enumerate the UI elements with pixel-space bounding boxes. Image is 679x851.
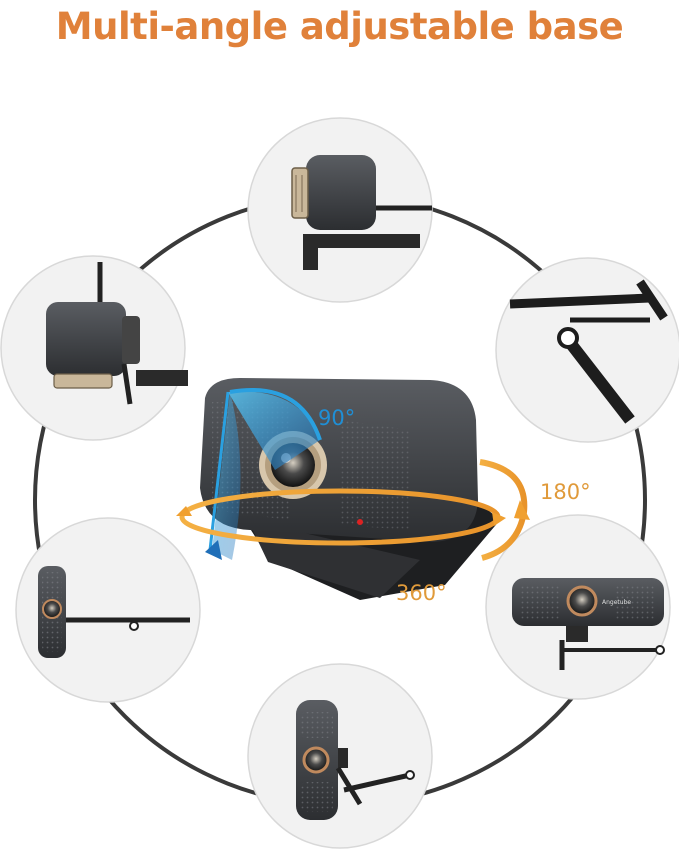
swivel-arrow bbox=[514, 500, 530, 520]
rotate-angle-label: 360° bbox=[396, 581, 447, 605]
view-front-on-monitor: Angetube bbox=[485, 514, 671, 700]
view-hinge-detail bbox=[495, 257, 679, 443]
view-side-left bbox=[0, 255, 188, 441]
tilt-fan bbox=[228, 391, 320, 470]
rotation-arrow-left bbox=[176, 506, 192, 516]
view-front-rotated bbox=[247, 663, 433, 849]
rotation-arrow-right bbox=[492, 512, 506, 526]
view-front-clip-vertical bbox=[15, 517, 201, 703]
swivel-angle-label: 180° bbox=[540, 480, 591, 504]
central-webcam bbox=[176, 378, 530, 600]
tilt-angle-label: 90° bbox=[318, 406, 355, 430]
view-top bbox=[247, 117, 433, 303]
page-title: Multi-angle adjustable base bbox=[55, 4, 624, 48]
brand-mark: Angetube bbox=[602, 599, 631, 606]
tilt-arrow bbox=[205, 540, 222, 560]
